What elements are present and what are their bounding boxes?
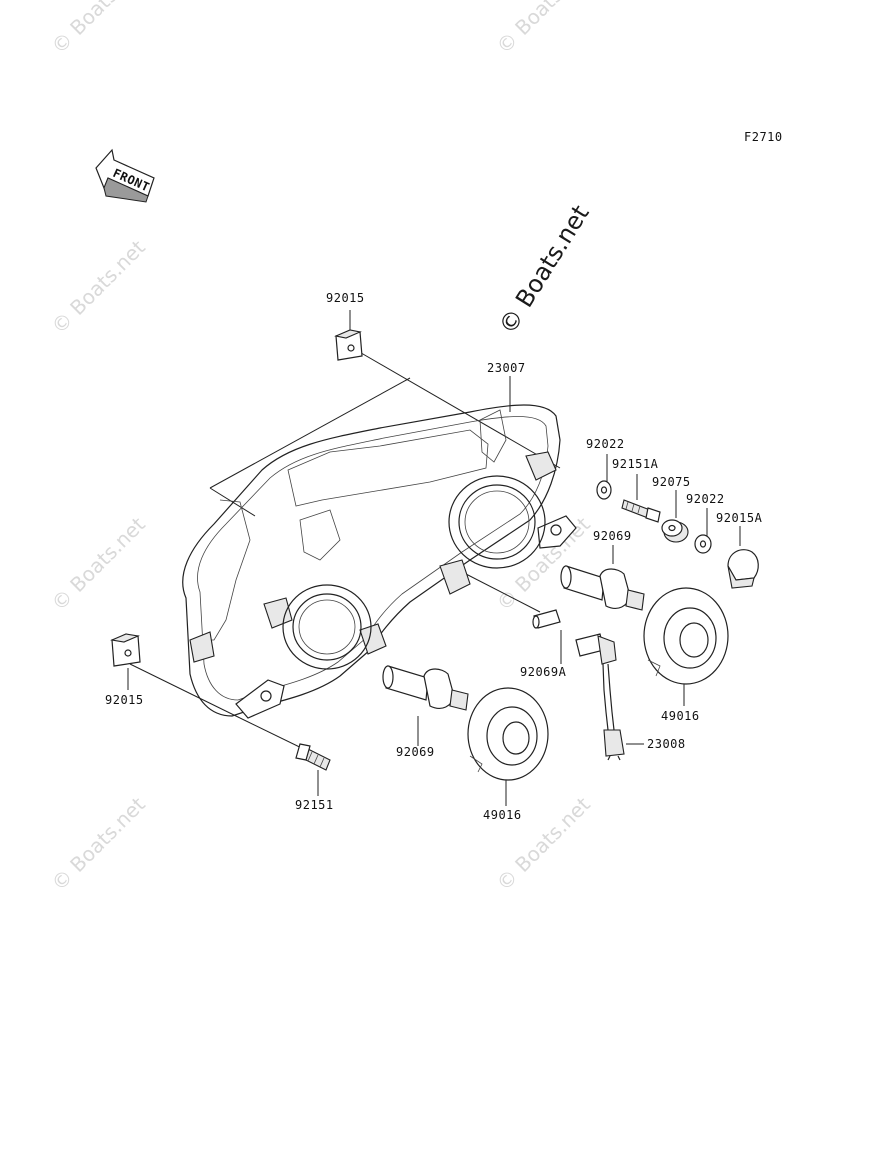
part-number-label: 92069 bbox=[593, 529, 632, 543]
part-labels: 92015 23007 92022 92151A 92075 92022 920… bbox=[105, 291, 763, 822]
part-number-label: 92022 bbox=[686, 492, 725, 506]
socket-wire bbox=[575, 633, 625, 761]
lens-right-inner bbox=[458, 484, 536, 560]
housing-bracket bbox=[299, 509, 341, 561]
washer-icon bbox=[694, 534, 712, 554]
lens-left-glass bbox=[298, 599, 356, 655]
position-bulb bbox=[532, 609, 561, 629]
lens-right-glass bbox=[464, 490, 530, 554]
mount-hole bbox=[550, 524, 562, 536]
washer-icon bbox=[596, 480, 612, 500]
part-number-label: 49016 bbox=[483, 808, 522, 822]
part-number-label: 92075 bbox=[652, 475, 691, 489]
watermark: © Boats.net bbox=[47, 512, 150, 615]
front-arrow-shadow-icon bbox=[103, 177, 149, 203]
cap-nut bbox=[727, 549, 759, 589]
dust-cover-left bbox=[467, 687, 549, 781]
housing-top-ridge bbox=[287, 429, 489, 507]
part-number-label: 92022 bbox=[586, 437, 625, 451]
watermark-main: © Boats.net bbox=[493, 200, 594, 339]
part-number-label: 92069A bbox=[520, 665, 567, 679]
adjust-screw bbox=[621, 499, 661, 523]
watermark: © Boats.net bbox=[47, 0, 150, 59]
mount-ear-left bbox=[235, 679, 285, 719]
dust-cover-right bbox=[643, 587, 729, 685]
washer-hole bbox=[600, 486, 608, 494]
leader-lines bbox=[127, 310, 741, 806]
part-number-label: 92151 bbox=[295, 798, 334, 812]
wire-harness bbox=[200, 499, 251, 641]
figure-code: F2710 bbox=[744, 130, 783, 144]
upper-bracket bbox=[479, 409, 507, 463]
housing-outline bbox=[182, 404, 561, 717]
watermark: © Boats.net bbox=[47, 792, 150, 895]
mount-hole bbox=[260, 690, 272, 702]
front-arrow: FRONT bbox=[95, 148, 155, 203]
bolt bbox=[295, 743, 331, 771]
clip-nut-left bbox=[110, 633, 141, 667]
lens-right-outer bbox=[448, 475, 546, 569]
lens-left-outer bbox=[282, 584, 372, 670]
part-number-label: 49016 bbox=[661, 709, 700, 723]
upper-socket bbox=[525, 451, 557, 481]
watermark: © Boats.net bbox=[492, 0, 595, 59]
washer-hole bbox=[699, 540, 707, 548]
left-socket bbox=[263, 597, 293, 629]
part-number-label: 92151A bbox=[612, 457, 659, 471]
clip-nut-top bbox=[334, 329, 363, 361]
bulb-right bbox=[560, 565, 645, 611]
headlight-housing bbox=[182, 404, 577, 719]
connector-left bbox=[189, 631, 215, 663]
part-number-label: 92015A bbox=[716, 511, 763, 525]
grommet bbox=[661, 519, 689, 543]
part-number-label: 92015 bbox=[326, 291, 365, 305]
bulb-left bbox=[382, 665, 469, 711]
part-number-label: 23008 bbox=[647, 737, 686, 751]
part-number-label: 92069 bbox=[396, 745, 435, 759]
center-socket bbox=[439, 559, 471, 595]
watermark: © Boats.net bbox=[47, 235, 150, 338]
mount-ear-right bbox=[537, 515, 577, 549]
part-number-label: 23007 bbox=[487, 361, 526, 375]
lens-left-inner bbox=[292, 593, 362, 661]
part-number-label: 92015 bbox=[105, 693, 144, 707]
